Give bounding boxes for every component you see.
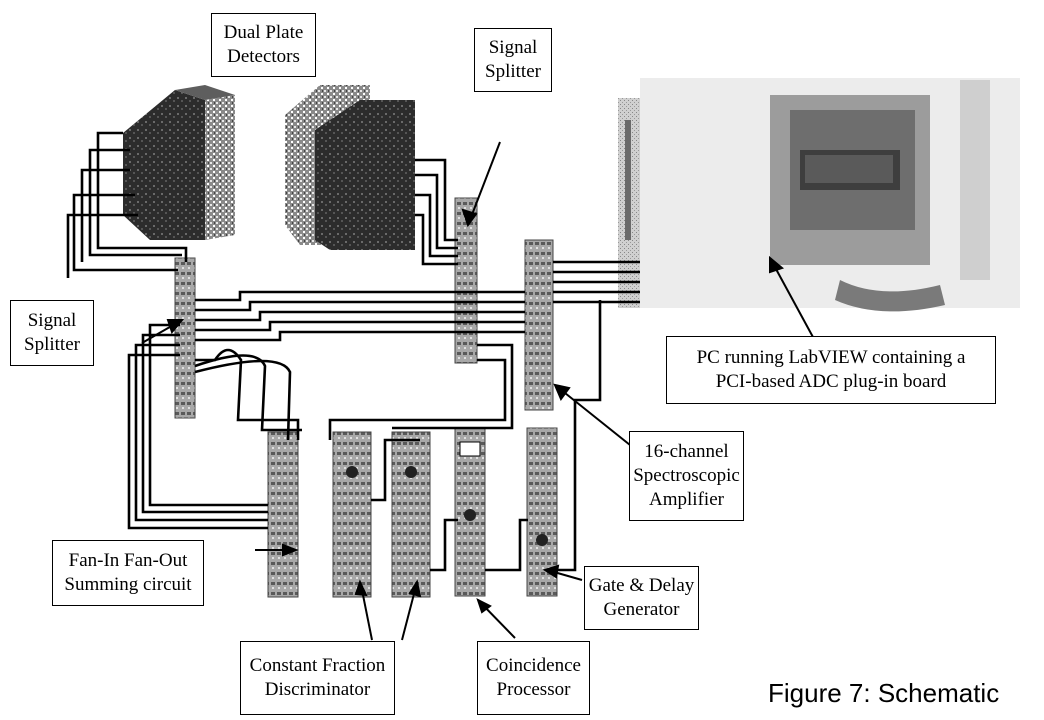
label-gate-delay-generator: Gate & Delay Generator — [584, 566, 699, 630]
fanin-module — [268, 432, 298, 597]
label-line: Coincidence — [486, 654, 581, 678]
label-line: Dual Plate — [224, 21, 304, 45]
label-signal-splitter-left: Signal Splitter — [10, 300, 94, 366]
pc-monitor-image — [618, 78, 1020, 311]
label-pc-labview: PC running LabVIEW containing a PCI-base… — [666, 336, 996, 404]
label-line: Processor — [497, 678, 571, 702]
label-line: Signal — [28, 309, 77, 333]
label-line: 16-channel — [644, 440, 728, 464]
figure-caption: Figure 7: Schematic — [768, 678, 999, 709]
label-line: Constant Fraction — [250, 654, 386, 678]
label-line: Splitter — [24, 333, 80, 357]
label-line: Detectors — [227, 45, 300, 69]
label-line: Spectroscopic — [633, 464, 740, 488]
coincidence-module — [455, 428, 485, 596]
label-dual-plate-detectors: Dual Plate Detectors — [211, 13, 316, 77]
label-line: Gate & Delay — [589, 574, 695, 598]
splitter-module-left — [175, 258, 195, 418]
cfd-module-1 — [333, 432, 371, 597]
label-line: Amplifier — [649, 488, 724, 512]
dual-plate-detectors — [123, 85, 415, 250]
label-constant-fraction-discriminator: Constant Fraction Discriminator — [240, 641, 395, 715]
label-spectroscopic-amplifier: 16-channel Spectroscopic Amplifier — [629, 431, 744, 521]
label-line: Discriminator — [265, 678, 371, 702]
label-line: PC running LabVIEW containing a — [697, 346, 966, 370]
label-fan-in-fan-out: Fan-In Fan-Out Summing circuit — [52, 540, 204, 606]
label-line: Generator — [604, 598, 680, 622]
label-line: Fan-In Fan-Out — [69, 549, 188, 573]
label-signal-splitter-top: Signal Splitter — [474, 28, 552, 92]
label-line: Summing circuit — [64, 573, 191, 597]
label-line: PCI-based ADC plug-in board — [716, 370, 947, 394]
amplifier-module — [525, 240, 553, 410]
label-line: Splitter — [485, 60, 541, 84]
splitter-module-top — [455, 198, 477, 363]
label-coincidence-processor: Coincidence Processor — [477, 641, 590, 715]
label-line: Signal — [489, 36, 538, 60]
cfd-module-2 — [392, 432, 430, 597]
